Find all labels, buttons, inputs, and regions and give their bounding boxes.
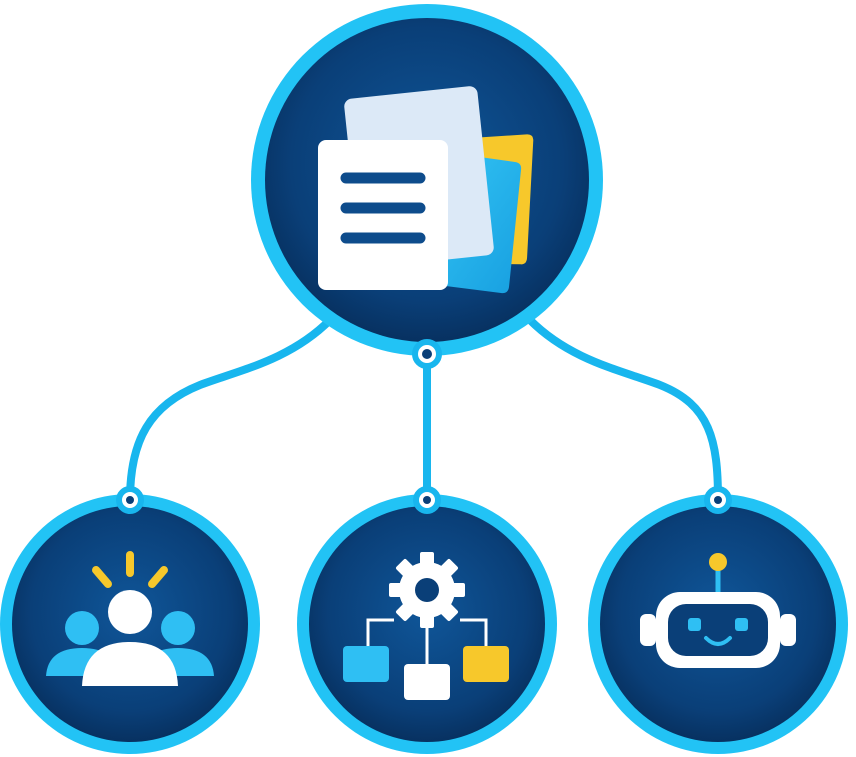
hub-joint: [412, 339, 442, 369]
child-node-bot: [588, 486, 848, 754]
workflow-box-center: [404, 664, 450, 700]
connector-right: [526, 316, 722, 504]
child-node-people: [0, 486, 260, 754]
workflow-box-right: [463, 646, 509, 682]
child-node-workflow: [297, 486, 557, 754]
front-page: [318, 140, 448, 290]
gear-workflow-icon: [343, 552, 509, 700]
text-lines-icon: [340, 172, 426, 244]
robot-icon: [640, 553, 796, 668]
connector-left: [126, 316, 334, 504]
documents-stack-icon: [318, 86, 534, 294]
workflow-box-left: [343, 646, 389, 682]
team-people-icon: [46, 551, 214, 686]
hub-node: [251, 4, 603, 356]
connectors: [126, 316, 722, 504]
